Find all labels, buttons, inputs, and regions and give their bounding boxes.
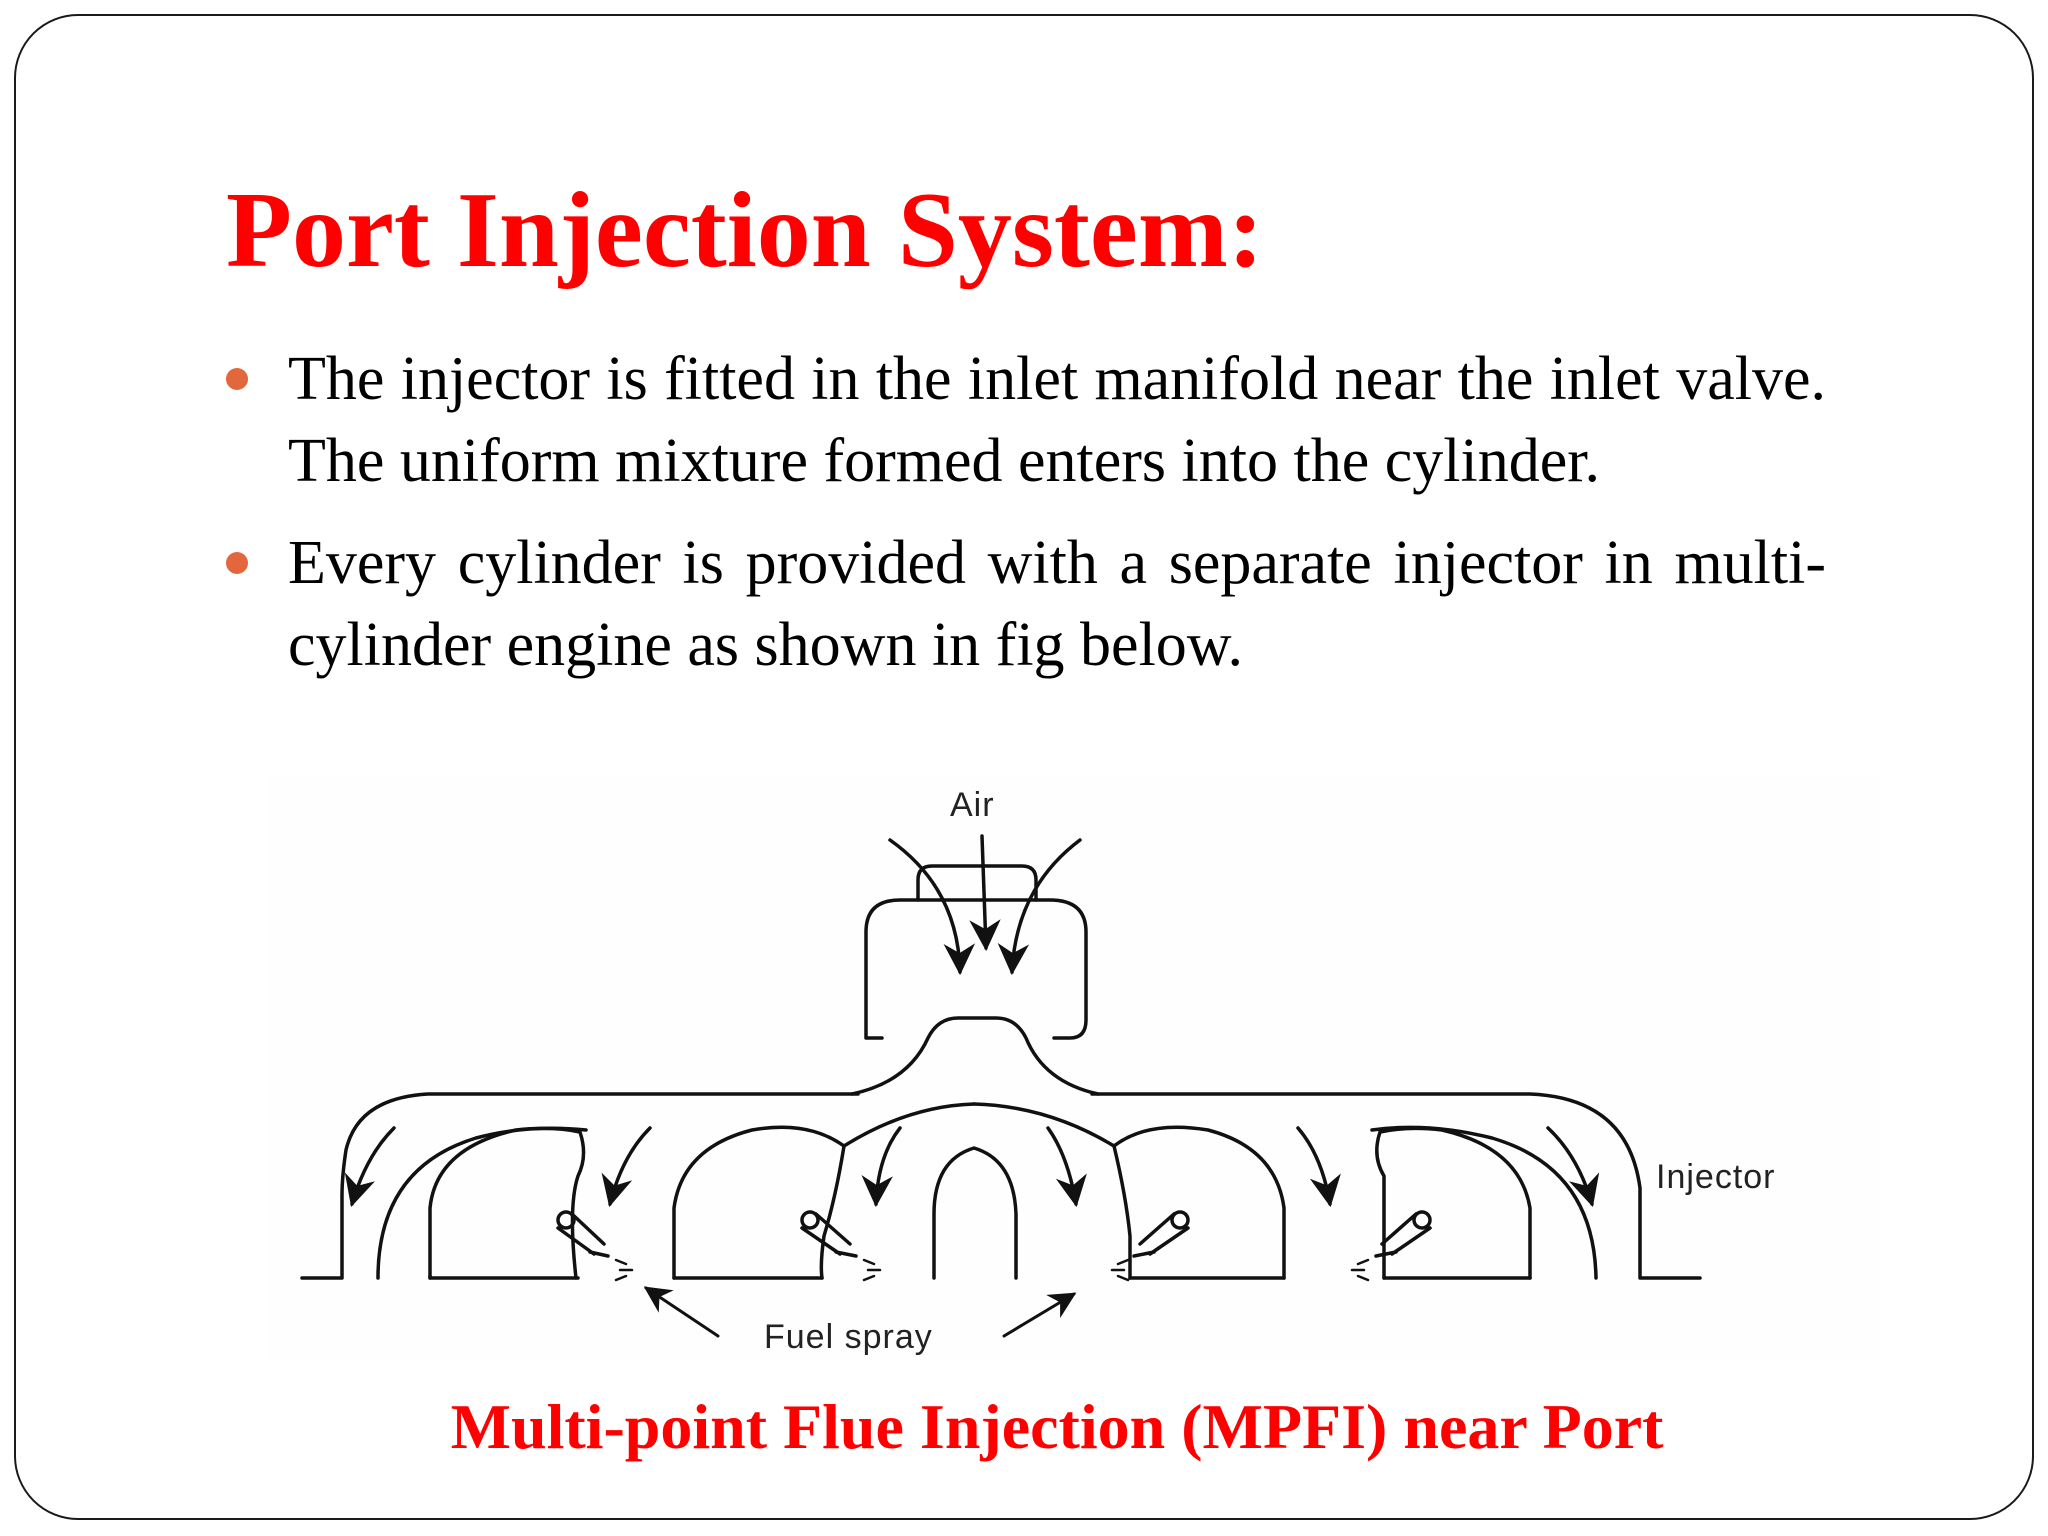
figure-caption: Multi-point Flue Injection (MPFI) near P…: [450, 1391, 1664, 1462]
flow-arrow-4: [1046, 1126, 1087, 1208]
shell-right-inner: [1370, 1125, 1598, 1280]
flow-arrow-1: [344, 1126, 396, 1208]
injector-icon: [1132, 1210, 1190, 1258]
center-arch-right: [972, 1102, 1116, 1148]
fuel-spray-3: [1110, 1258, 1130, 1282]
runner-3: [1112, 1125, 1286, 1280]
shell-left-inner: [376, 1126, 588, 1280]
fuel-spray-1: [614, 1258, 634, 1282]
runner-1: [428, 1126, 586, 1280]
bullet-dot-icon: [226, 368, 248, 390]
mpfi-diagram-drawing: Air Injector Fuel spray: [300, 786, 1776, 1356]
air-arrow-right: [997, 838, 1082, 976]
fuel-spray-label: Fuel spray: [764, 1318, 933, 1356]
throttle-neck: [850, 1016, 1100, 1096]
injector-icon: [556, 1210, 610, 1258]
manifold-top-left: [300, 1092, 860, 1280]
air-arrow-center: [969, 834, 1001, 952]
air-label: Air: [950, 786, 995, 824]
fuel-spray-2: [862, 1258, 882, 1282]
fuel-spray-pointer-right: [1002, 1292, 1077, 1338]
injector-icon: [800, 1210, 858, 1258]
slide-title: Port Injection System:: [226, 171, 1264, 290]
injector-label: Injector: [1656, 1158, 1776, 1196]
mpfi-diagram: Air Injector Fuel spray: [268, 776, 1880, 1360]
bullet-item: The injector is fitted in the inlet mani…: [226, 338, 1826, 502]
runner-2: [672, 1125, 846, 1280]
center-port: [932, 1146, 1018, 1280]
runner-4: [1375, 1126, 1532, 1280]
bullet-list: The injector is fitted in the inlet mani…: [226, 338, 1826, 706]
bullet-item: Every cylinder is provided with a separa…: [226, 522, 1826, 686]
bullet-dot-icon: [226, 552, 248, 574]
manifold-top-right: [1090, 1092, 1702, 1280]
center-arch-left: [842, 1102, 976, 1148]
air-arrow-left: [888, 838, 976, 976]
injector-icon: [1374, 1210, 1432, 1258]
flow-arrow-6: [1546, 1126, 1600, 1208]
bullet-text: The injector is fitted in the inlet mani…: [288, 345, 1826, 495]
guide-1: [428, 1274, 580, 1280]
air-filter-housing: [864, 898, 1088, 1040]
flow-arrow-5: [1296, 1126, 1341, 1208]
fuel-spray-4: [1350, 1258, 1370, 1282]
bullet-text: Every cylinder is provided with a separa…: [288, 529, 1826, 679]
flow-arrow-2: [601, 1126, 652, 1208]
air-filter-inlet: [916, 864, 1038, 902]
flow-arrow-3: [861, 1126, 902, 1208]
fuel-spray-pointer-left: [643, 1286, 720, 1338]
